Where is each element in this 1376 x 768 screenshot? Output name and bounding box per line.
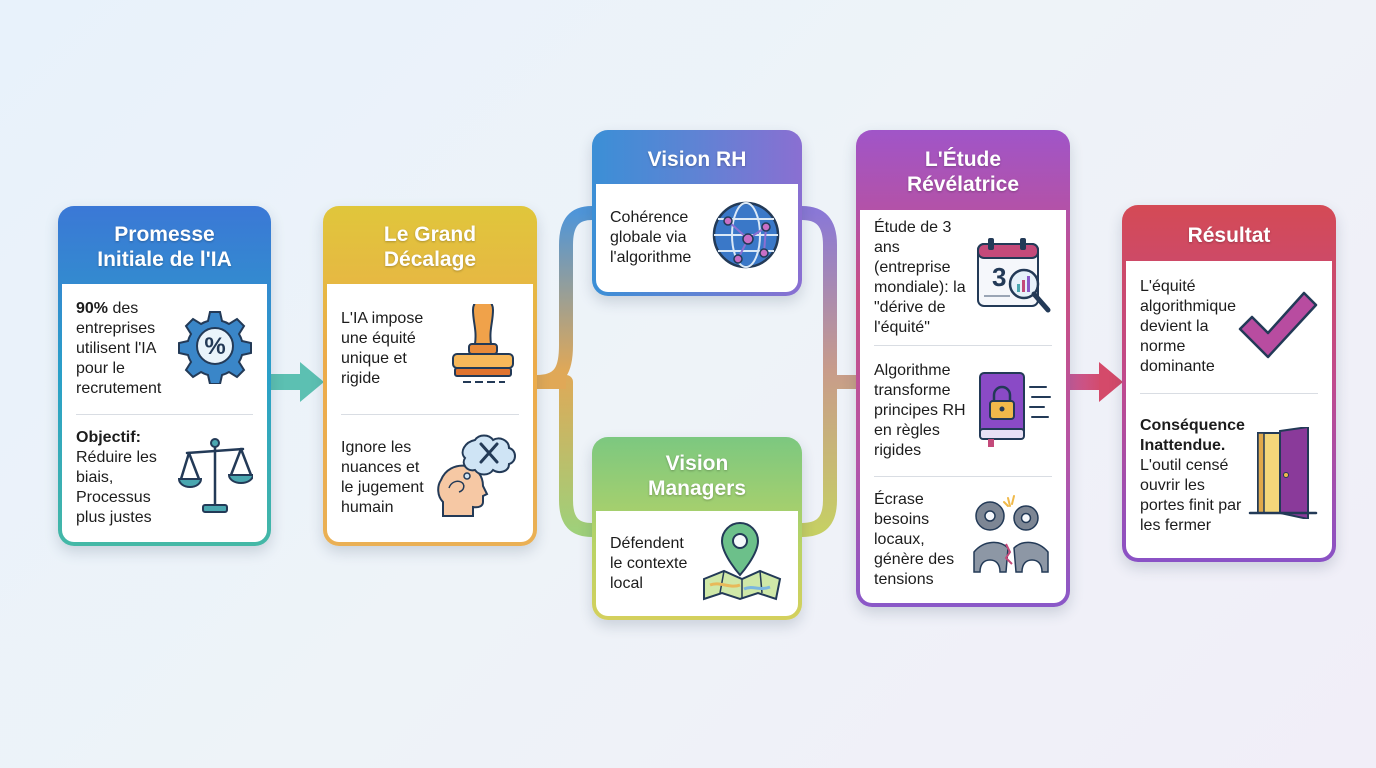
checkmark-icon (1236, 283, 1318, 371)
consequence-label: Conséquence Inattendue. (1140, 416, 1245, 454)
stat-value: 90% (76, 300, 109, 317)
card-promesse-initiale: Promesse Initiale de l'IA 90% des entrep… (58, 206, 271, 546)
tensions-text: Écrase besoins locaux, génère des tensio… (874, 491, 955, 588)
split-connector (530, 206, 599, 537)
calendar-magnifier-icon: 3 (974, 234, 1052, 322)
section-norme-dominante: L'équité algorithmique devient la norme … (1140, 261, 1318, 393)
card-vision-managers: Vision Managers Défendent le contexte lo… (592, 437, 802, 620)
section-nuances: Ignore les nuances et le jugement humain (341, 414, 519, 541)
card-title: Résultat (1187, 223, 1271, 247)
section-coherence: Cohérence globale via l'algorithme (610, 184, 784, 292)
card-title: Vision RH (647, 147, 747, 171)
section-objectif: Objectif: Réduire les biais, Processus pl… (76, 414, 255, 541)
card-etude-revelatrice: L'Étude Révélatrice Étude de 3 ans (entr… (856, 130, 1070, 607)
stamp-icon (443, 297, 519, 394)
card-grand-decalage: Le Grand Décalage L'IA impose une équité… (323, 206, 537, 546)
map-pin-icon (700, 519, 784, 609)
card-title: Promesse Initiale de l'IA (97, 223, 232, 271)
section-tensions: Écrase besoins locaux, génère des tensio… (874, 476, 1052, 603)
gears-broken-bridge-icon (970, 494, 1052, 586)
stat-text: des entreprises utilisent l'IA pour le r… (76, 300, 162, 397)
card-vision-rh: Vision RH Cohérence globale via l'algori… (592, 130, 802, 296)
section-etude-3-ans: Étude de 3 ans (entreprise mondiale): la… (874, 210, 1052, 345)
section-contexte-local: Défendent le contexte local (610, 511, 784, 616)
contexte-text: Défendent le contexte local (610, 534, 688, 592)
objectif-label: Objectif: (76, 429, 141, 446)
scales-icon (177, 435, 255, 521)
thinking-head-icon (435, 432, 519, 524)
nuances-text: Ignore les nuances et le jugement humain (341, 439, 424, 516)
section-consequence: Conséquence Inattendue.L'outil censé ouv… (1140, 393, 1318, 557)
card-title: L'Étude Révélatrice (906, 148, 1020, 196)
section-equite-rigide: L'IA impose une équité unique et rigide (341, 284, 519, 414)
section-statistique: 90% des entreprises utilisent l'IA pour … (76, 284, 253, 414)
percent-gear-icon: % (177, 308, 253, 390)
arrow-promesse-to-decalage (271, 362, 324, 402)
globe-network-icon (708, 197, 784, 279)
merge-connector (795, 206, 863, 537)
coherence-text: Cohérence globale via l'algorithme (610, 209, 692, 266)
card-resultat: Résultat L'équité algorithmique devient … (1122, 205, 1336, 562)
norme-text: L'équité algorithmique devient la norme … (1140, 278, 1237, 375)
card-title: Vision Managers (647, 452, 747, 500)
card-title: Le Grand Décalage (383, 223, 477, 271)
arrow-etude-to-resultat (1070, 362, 1123, 402)
svg-text:%: % (204, 333, 225, 360)
objectif-text: Réduire les biais, Processus plus justes (76, 449, 157, 526)
section-regles-rigides: Algorithme transforme principes RH en rè… (874, 345, 1052, 476)
svg-text:3: 3 (992, 262, 1006, 292)
consequence-text: L'outil censé ouvrir les portes finit pa… (1140, 456, 1242, 534)
open-door-icon (1248, 425, 1318, 525)
etude-text: Étude de 3 ans (entreprise mondiale): la… (874, 218, 966, 336)
equite-text: L'IA impose une équité unique et rigide (341, 310, 424, 387)
locked-book-icon (974, 367, 1052, 455)
regles-text: Algorithme transforme principes RH en rè… (874, 362, 966, 459)
